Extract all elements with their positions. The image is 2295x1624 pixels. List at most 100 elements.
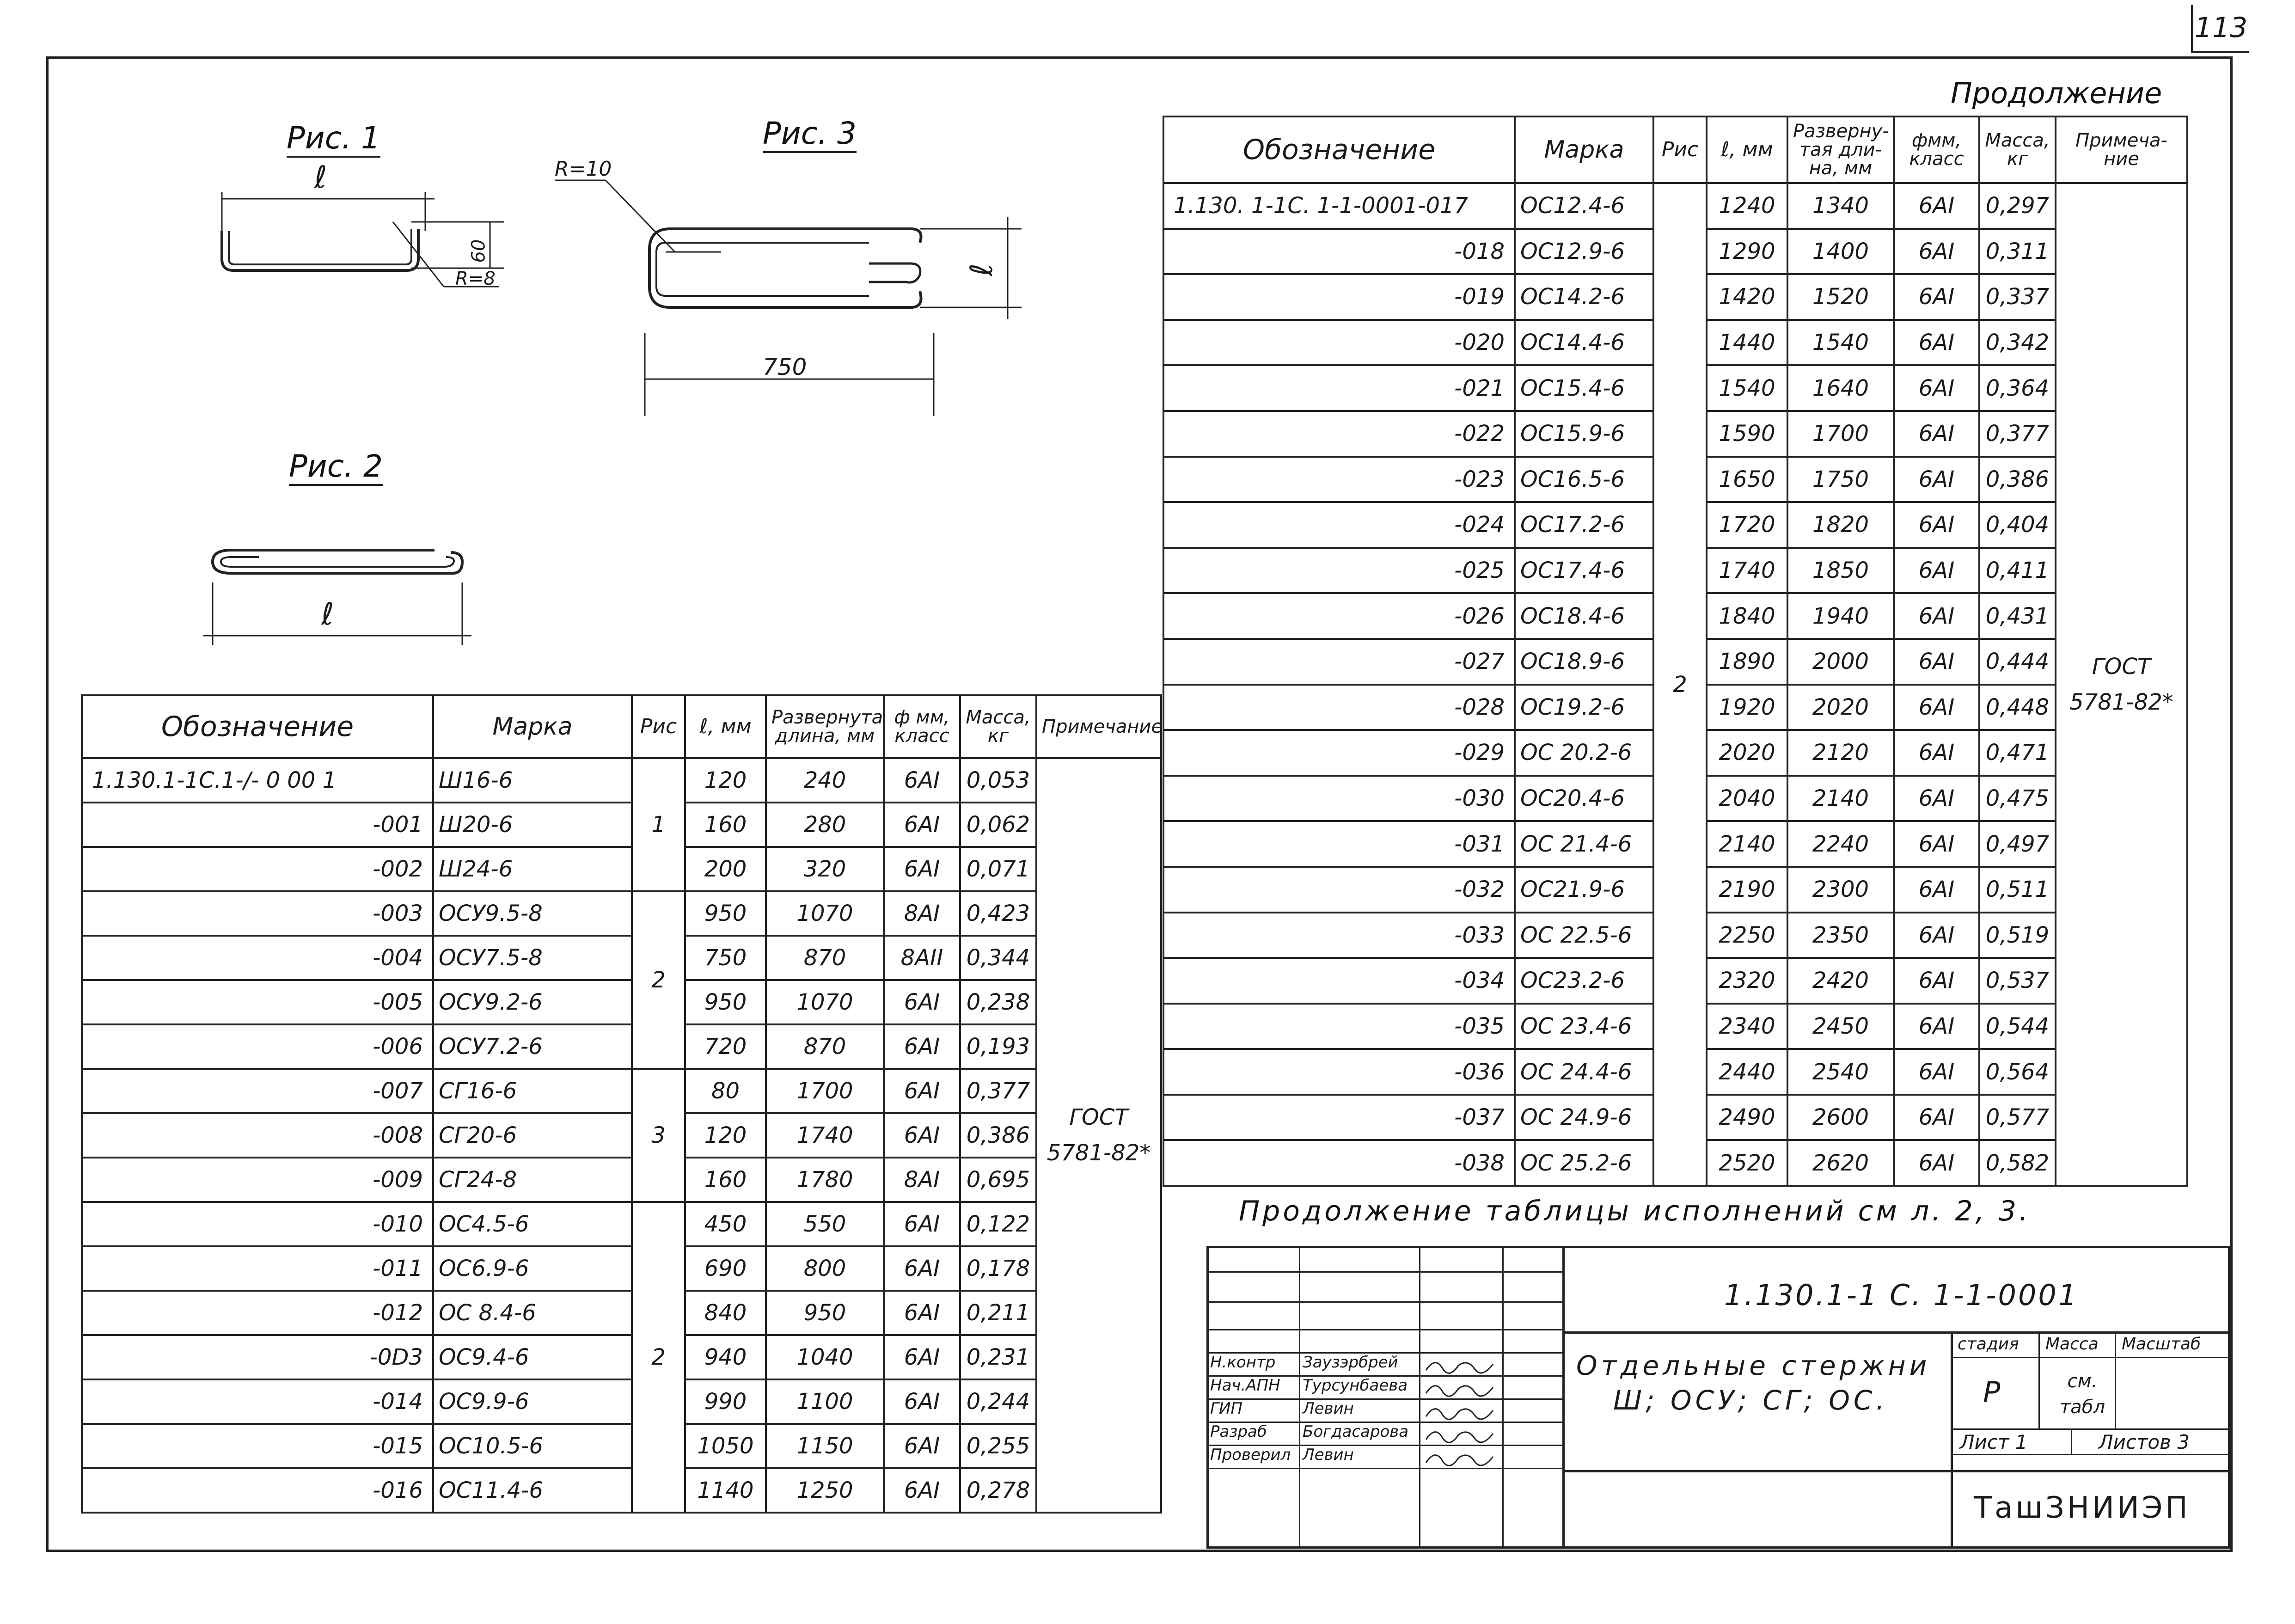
cell-mass: 0,511 xyxy=(1978,865,2056,913)
header-length-right: ℓ, мм xyxy=(1706,116,1788,184)
cell-diameter: 6АI xyxy=(1893,957,1980,1005)
header-mark-right: Марка xyxy=(1514,116,1654,184)
signature-mark xyxy=(1425,1385,1494,1397)
cell-developed: 550 xyxy=(765,1201,885,1247)
cell-mass: 0,377 xyxy=(1978,410,2056,458)
cell-length: 1140 xyxy=(684,1467,767,1514)
fig3-dim-750: 750 xyxy=(763,354,807,380)
cell-developed: 1850 xyxy=(1787,546,1895,594)
cell-mass: 0,377 xyxy=(959,1068,1037,1114)
cell-developed: 1540 xyxy=(1787,319,1895,367)
cell-diameter: 6АI xyxy=(1893,637,1980,686)
cell-length: 80 xyxy=(684,1068,767,1114)
cell-mass: 0,244 xyxy=(959,1379,1037,1425)
cell-designation: -010 xyxy=(81,1201,434,1247)
cell-diameter: 6АI xyxy=(883,1290,961,1336)
cell-developed: 1640 xyxy=(1787,364,1895,412)
cell-mark: ОС 20.2-6 xyxy=(1514,729,1654,777)
cell-developed: 1700 xyxy=(765,1068,885,1114)
cell-length: 940 xyxy=(684,1334,767,1380)
cell-designation: -015 xyxy=(81,1423,434,1469)
cell-length: 2340 xyxy=(1706,1002,1788,1050)
title-block: 1.130.1-1 С. 1-1-0001 Отдельные стержни … xyxy=(1206,1246,2230,1549)
cell-mass: 0,423 xyxy=(959,890,1037,937)
cell-length: 750 xyxy=(684,935,767,981)
cell-length: 2320 xyxy=(1706,957,1788,1005)
cell-developed: 2540 xyxy=(1787,1048,1895,1096)
cell-mass: 0,448 xyxy=(1978,683,2056,731)
cell-fig: 3 xyxy=(631,1068,686,1203)
cell-designation: -002 xyxy=(81,846,434,892)
cell-mark: ОС6.9-6 xyxy=(432,1245,633,1292)
cell-mark: ОС15.9-6 xyxy=(1514,410,1654,458)
organization: ТашЗНИИЭП xyxy=(1974,1491,2191,1525)
cell-diameter: 6АI xyxy=(1893,319,1980,367)
cell-developed: 800 xyxy=(765,1245,885,1292)
cell-mass: 0,497 xyxy=(1978,820,2056,868)
cell-mark: ОС15.4-6 xyxy=(1514,364,1654,412)
cell-diameter: 6АI xyxy=(1893,455,1980,503)
cell-mark: ОС23.2-6 xyxy=(1514,957,1654,1005)
fig2-title: Рис. 2 xyxy=(289,448,383,486)
cell-designation: -025 xyxy=(1163,546,1516,594)
cell-developed: 240 xyxy=(765,757,885,803)
cell-mark: ОС21.9-6 xyxy=(1514,865,1654,913)
mass-label: Масса xyxy=(2045,1335,2099,1354)
cell-length: 1440 xyxy=(1706,319,1788,367)
cell-length: 160 xyxy=(684,1157,767,1203)
cell-developed: 1740 xyxy=(765,1112,885,1158)
cell-developed: 2620 xyxy=(1787,1139,1895,1187)
cell-designation: -023 xyxy=(1163,455,1516,503)
cell-length: 2040 xyxy=(1706,774,1788,822)
cell-diameter: 6АI xyxy=(1893,865,1980,913)
mass-value: см. табл xyxy=(2059,1371,2105,1418)
cell-mass: 0,519 xyxy=(1978,911,2056,959)
fig2-bar xyxy=(203,549,471,645)
cell-developed: 870 xyxy=(765,1023,885,1070)
cell-mass: 0,544 xyxy=(1978,1002,2056,1050)
cell-diameter: 6АI xyxy=(883,1201,961,1247)
header-mass: Масса, кг xyxy=(959,694,1037,759)
cell-diameter: 6АI xyxy=(1893,1048,1980,1096)
cell-diameter: 8АI xyxy=(883,1157,961,1203)
cell-developed: 1040 xyxy=(765,1334,885,1380)
cell-diameter: 6АI xyxy=(1893,1002,1980,1050)
person-name: Левин xyxy=(1303,1399,1354,1418)
drawing-frame xyxy=(46,56,2233,1552)
cell-developed: 320 xyxy=(765,846,885,892)
cell-designation: -012 xyxy=(81,1290,434,1336)
cell-designation: -032 xyxy=(1163,865,1516,913)
cell-mass: 0,431 xyxy=(1978,592,2056,640)
cell-mark: ОС16.5-6 xyxy=(1514,455,1654,503)
fig1-dim-60: 60 xyxy=(468,239,490,263)
cell-designation: -007 xyxy=(81,1068,434,1114)
cell-length: 1740 xyxy=(1706,546,1788,594)
cell-designation: -029 xyxy=(1163,729,1516,777)
cell-mark: ОС4.5-6 xyxy=(432,1201,633,1247)
cell-mark: ОСУ9.5-8 xyxy=(432,890,633,937)
cell-mark: ОС9.4-6 xyxy=(432,1334,633,1380)
cell-mark: Ш20-6 xyxy=(432,802,633,848)
cell-mass: 0,342 xyxy=(1978,319,2056,367)
cell-designation: -011 xyxy=(81,1245,434,1292)
document-name-line2: Ш; ОСУ; СГ; ОС. xyxy=(1613,1385,1888,1416)
header-fig: Рис xyxy=(631,694,686,759)
signature-mark xyxy=(1425,1362,1494,1374)
cell-length: 450 xyxy=(684,1201,767,1247)
cell-designation: 1.130.1-1С.1-/- 0 00 1 xyxy=(81,757,434,803)
cell-designation: -006 xyxy=(81,1023,434,1070)
